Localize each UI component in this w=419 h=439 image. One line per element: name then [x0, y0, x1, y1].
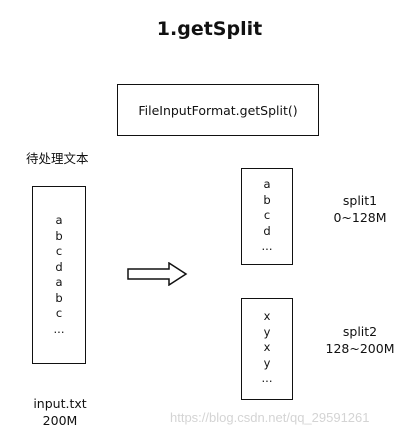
split1-name: split1: [342, 193, 378, 208]
split1-line: b: [263, 192, 271, 207]
input-line: b: [55, 228, 63, 243]
split2-line: x: [263, 309, 271, 323]
input-line: c: [55, 244, 63, 258]
input-file-box: [32, 186, 86, 364]
function-label: FileInputFormat.getSplit(): [138, 102, 298, 118]
split1-range: 0~128M: [333, 210, 387, 225]
split2-name: split2: [342, 324, 378, 339]
split1-line: a: [263, 177, 271, 191]
split2-range: 128~200M: [325, 341, 395, 356]
split2-line: y: [263, 355, 271, 370]
diagram-title: 1.getSplit: [156, 18, 263, 40]
split1-line: ...: [261, 239, 273, 253]
input-file-name: input.txt: [33, 396, 87, 411]
split2-lines: x y x y ...: [241, 309, 293, 387]
split2-label: split2 128~200M: [318, 323, 402, 357]
split2-line: ...: [261, 371, 273, 385]
split2-line: y: [263, 324, 271, 339]
split1-line: c: [263, 208, 271, 222]
input-line: a: [55, 275, 63, 289]
split2-box: [241, 298, 293, 400]
split2-line: x: [263, 340, 271, 354]
split1-label: split1 0~128M: [320, 192, 400, 226]
input-line: a: [55, 213, 63, 227]
input-line: c: [55, 306, 63, 320]
split1-lines: a b c d ...: [241, 177, 293, 255]
function-box: FileInputFormat.getSplit(): [117, 84, 319, 136]
split1-line: d: [263, 223, 271, 238]
input-line: d: [55, 259, 63, 274]
input-line: ...: [53, 321, 65, 336]
input-file-label: input.txt 200M: [20, 395, 100, 429]
right-arrow-icon: [127, 262, 188, 286]
input-file-size: 200M: [42, 413, 78, 428]
watermark: https://blog.csdn.net/qq_29591261: [170, 410, 370, 425]
input-caption: 待处理文本: [26, 151, 89, 166]
input-lines: a b c d a b c ...: [32, 213, 86, 337]
split1-box: [241, 168, 293, 265]
input-line: b: [55, 290, 63, 305]
